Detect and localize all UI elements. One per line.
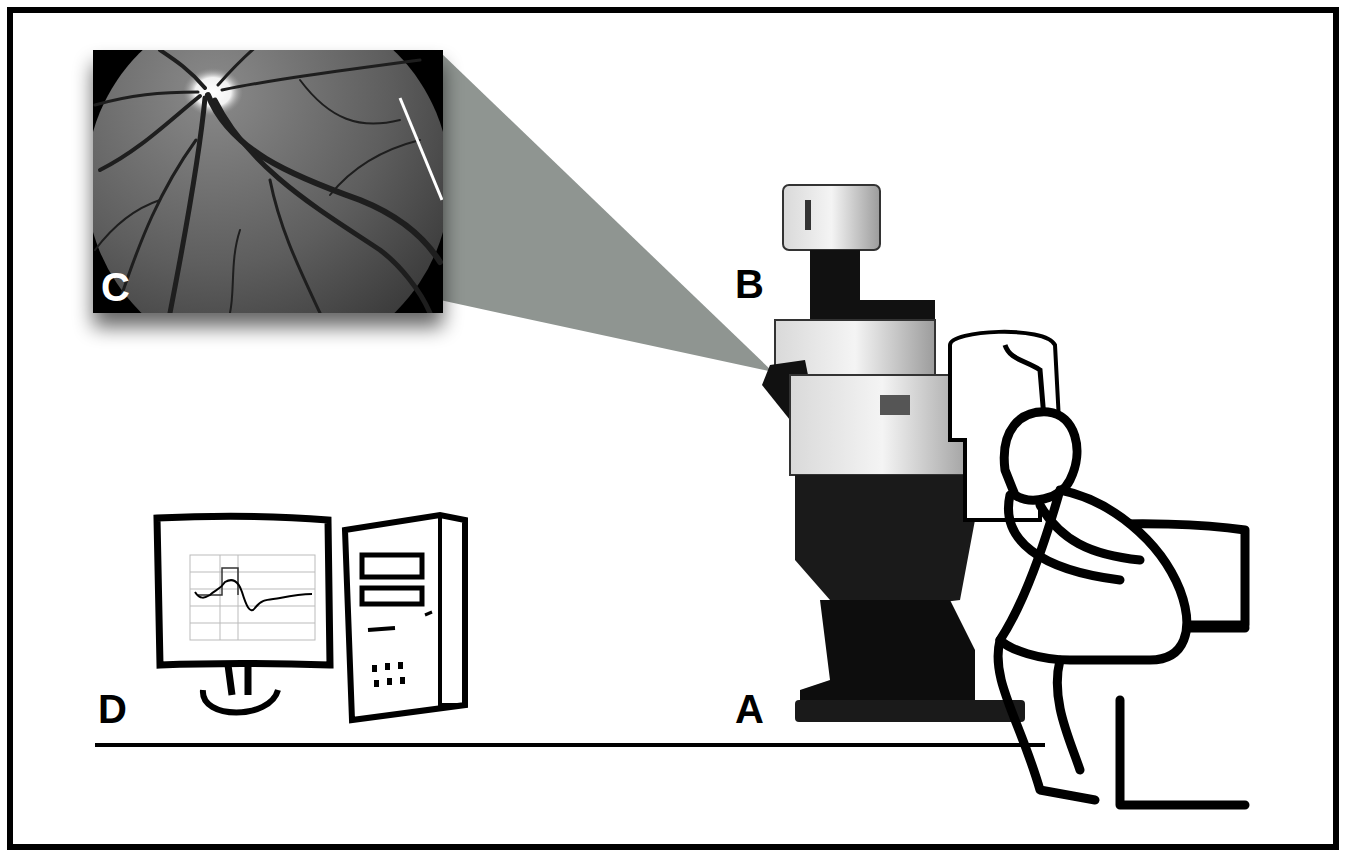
vessel: [170, 98, 205, 313]
person-leg: [998, 640, 1095, 800]
vessel: [222, 60, 420, 90]
tower-button: [425, 612, 432, 615]
part-letter: B: [735, 264, 764, 304]
vessel: [95, 92, 198, 105]
person-arm: [1040, 505, 1140, 560]
tower-vents: [372, 662, 405, 687]
chart-area: [190, 555, 315, 640]
camera-body: [783, 185, 880, 250]
part-letter: A: [735, 689, 764, 729]
tower-side: [440, 515, 465, 705]
vessel: [218, 50, 258, 85]
instrument-lower: [795, 475, 975, 610]
vessel: [160, 50, 205, 88]
signal-chart: [190, 555, 315, 640]
drive-bay: [362, 588, 422, 604]
computer-tower: [345, 515, 465, 720]
seated-person: [998, 412, 1245, 805]
vessel: [120, 140, 196, 300]
instrument-body: [790, 375, 975, 475]
vessel: [100, 96, 200, 170]
vessel: [300, 80, 400, 124]
fundus-disc: [93, 50, 443, 313]
monitor: [157, 516, 330, 665]
vessel: [215, 100, 430, 313]
monitor-neck: [228, 665, 248, 695]
part-letter: C: [101, 267, 130, 307]
vessel: [230, 230, 240, 313]
body-detail: [880, 395, 910, 415]
probe-needle: [400, 98, 442, 200]
camera-neck: [810, 250, 935, 320]
vessel: [270, 180, 320, 313]
fundus-inset-box: C: [93, 50, 443, 313]
person-leg: [1057, 660, 1080, 770]
part-letter: D: [98, 689, 127, 729]
zoom-wedge: [440, 52, 773, 372]
drive-bay: [362, 555, 422, 577]
monitor-stand: [203, 690, 278, 713]
instrument-base: [795, 700, 1025, 722]
person-torso: [1000, 490, 1187, 660]
floor-line: [95, 743, 1045, 747]
computer: [157, 515, 465, 720]
response-trace: [195, 580, 312, 610]
vessel: [330, 140, 420, 195]
stimulus-trace: [198, 568, 238, 595]
camera-detail: [805, 200, 811, 230]
retinal-vessels: [95, 50, 440, 313]
tower-slot: [368, 628, 395, 630]
vessel: [95, 200, 160, 250]
vessel: [208, 95, 440, 262]
fundus-image: [93, 50, 443, 313]
chart-grid: [190, 555, 315, 640]
